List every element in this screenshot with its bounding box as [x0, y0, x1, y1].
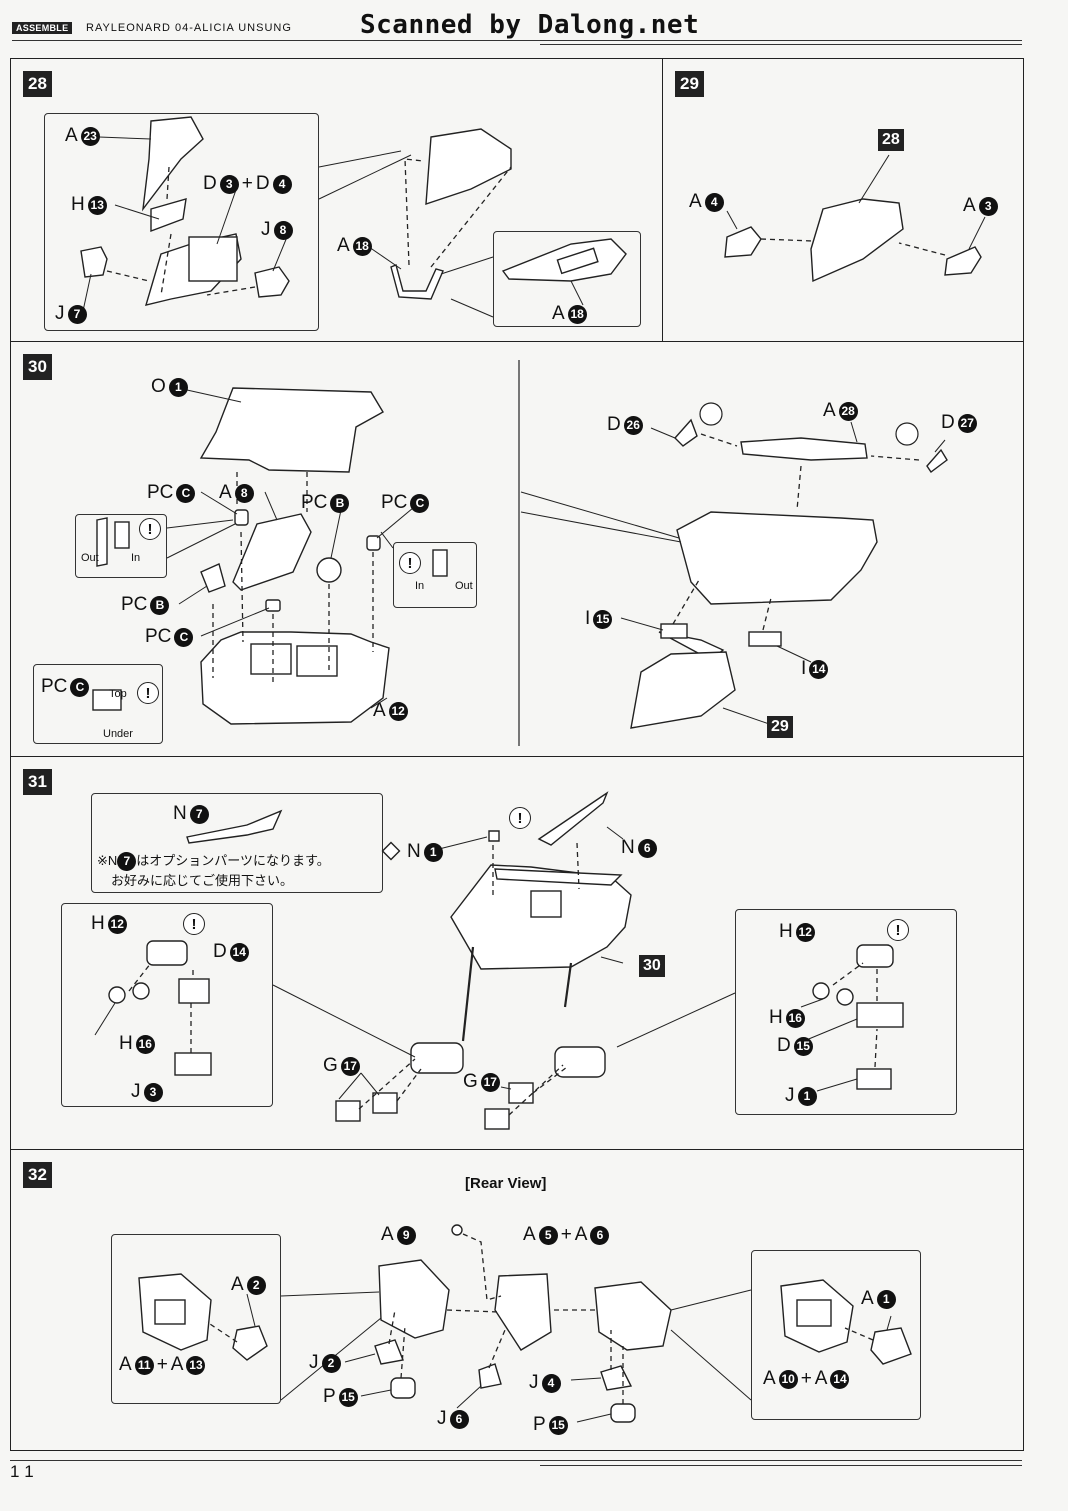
step-28-illustration: [80, 116, 627, 318]
option-note-box: [91, 793, 383, 893]
assembly-ref-30: 30: [639, 955, 665, 977]
caution-icon: !: [399, 552, 421, 574]
section-tag: ASSEMBLE: [12, 22, 73, 34]
assembly-ref-28: 28: [878, 129, 904, 151]
step-32-illustration: [138, 1224, 912, 1423]
step-number: 30: [23, 354, 52, 380]
step-31-illustration: [94, 791, 904, 1130]
step-29-illustration: [724, 154, 986, 283]
note-in: In: [415, 580, 425, 592]
note-under: Under: [103, 728, 133, 740]
header-rule: [12, 40, 1022, 41]
note-top: Top: [109, 688, 127, 700]
step-number: 31: [23, 769, 52, 795]
detail-box: [61, 903, 273, 1107]
step-number: 28: [23, 71, 52, 97]
footer-rule-2: [540, 1465, 1022, 1466]
scan-watermark: Scanned by Dalong.net: [360, 10, 700, 40]
note-out: Out: [455, 580, 473, 592]
step-number: 32: [23, 1162, 52, 1188]
caution-icon: !: [183, 913, 205, 935]
step-30-panel: 30: [10, 341, 1024, 757]
detail-box: [735, 909, 957, 1115]
note-out: Out: [81, 552, 99, 564]
page-header: ASSEMBLE RAYLEONARD 04-ALICIA UNSUNG Sca…: [12, 10, 1022, 40]
caution-icon: !: [139, 518, 161, 540]
caution-icon: !: [137, 682, 159, 704]
footer-rule: [10, 1460, 1022, 1461]
step-number: 29: [675, 71, 704, 97]
view-title: [Rear View]: [465, 1175, 547, 1192]
assembly-ref-29: 29: [767, 716, 793, 738]
step-30-illustration: [92, 360, 948, 746]
note-in: In: [131, 552, 141, 564]
header-rule-2: [540, 44, 1022, 45]
step-28-panel: 28: [10, 58, 663, 342]
step-32-panel: 32: [10, 1149, 1024, 1451]
step-31-panel: 31: [10, 756, 1024, 1150]
caution-icon: !: [509, 807, 531, 829]
caution-icon: !: [887, 919, 909, 941]
model-name: RAYLEONARD 04-ALICIA UNSUNG: [86, 22, 292, 34]
option-note: お好みに応じてご使用下さい。: [111, 873, 294, 888]
page-number: 11: [10, 1462, 40, 1481]
